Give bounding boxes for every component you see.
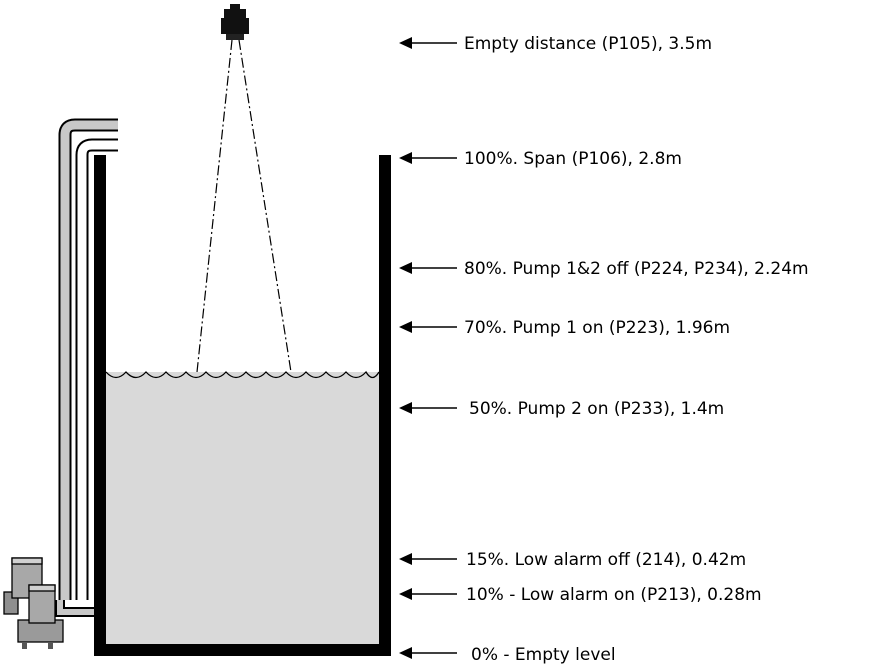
arrow-empty-level (399, 647, 457, 659)
arrow-span (399, 152, 457, 164)
arrow-pumps-off (399, 262, 457, 274)
discharge-pipe (55, 118, 118, 617)
pump-icon (3, 557, 64, 649)
label-empty-distance: Empty distance (P105), 3.5m (464, 34, 712, 54)
sensor-icon (221, 4, 249, 40)
label-pump2-on: 50%. Pump 2 on (P233), 1.4m (469, 399, 724, 419)
arrow-empty-distance (399, 37, 457, 49)
arrow-pump2-on (399, 402, 457, 414)
liquid-surface (105, 370, 380, 379)
label-low-alarm-off: 15%. Low alarm off (214), 0.42m (466, 550, 746, 570)
arrow-low-alarm-off (399, 553, 457, 565)
annotation-arrows (399, 37, 457, 659)
label-pump1-on: 70%. Pump 1 on (P223), 1.96m (464, 318, 730, 338)
arrow-pump1-on (399, 321, 457, 333)
label-low-alarm-on: 10% - Low alarm on (P213), 0.28m (466, 585, 762, 605)
sensor-beam (196, 39, 292, 373)
arrow-low-alarm-on (399, 588, 457, 600)
tank-walls (94, 155, 391, 656)
liquid-fill (106, 372, 381, 644)
label-span: 100%. Span (P106), 2.8m (464, 149, 682, 169)
label-empty-level: 0% - Empty level (471, 645, 616, 665)
label-pumps-off: 80%. Pump 1&2 off (P224, P234), 2.24m (464, 259, 809, 279)
